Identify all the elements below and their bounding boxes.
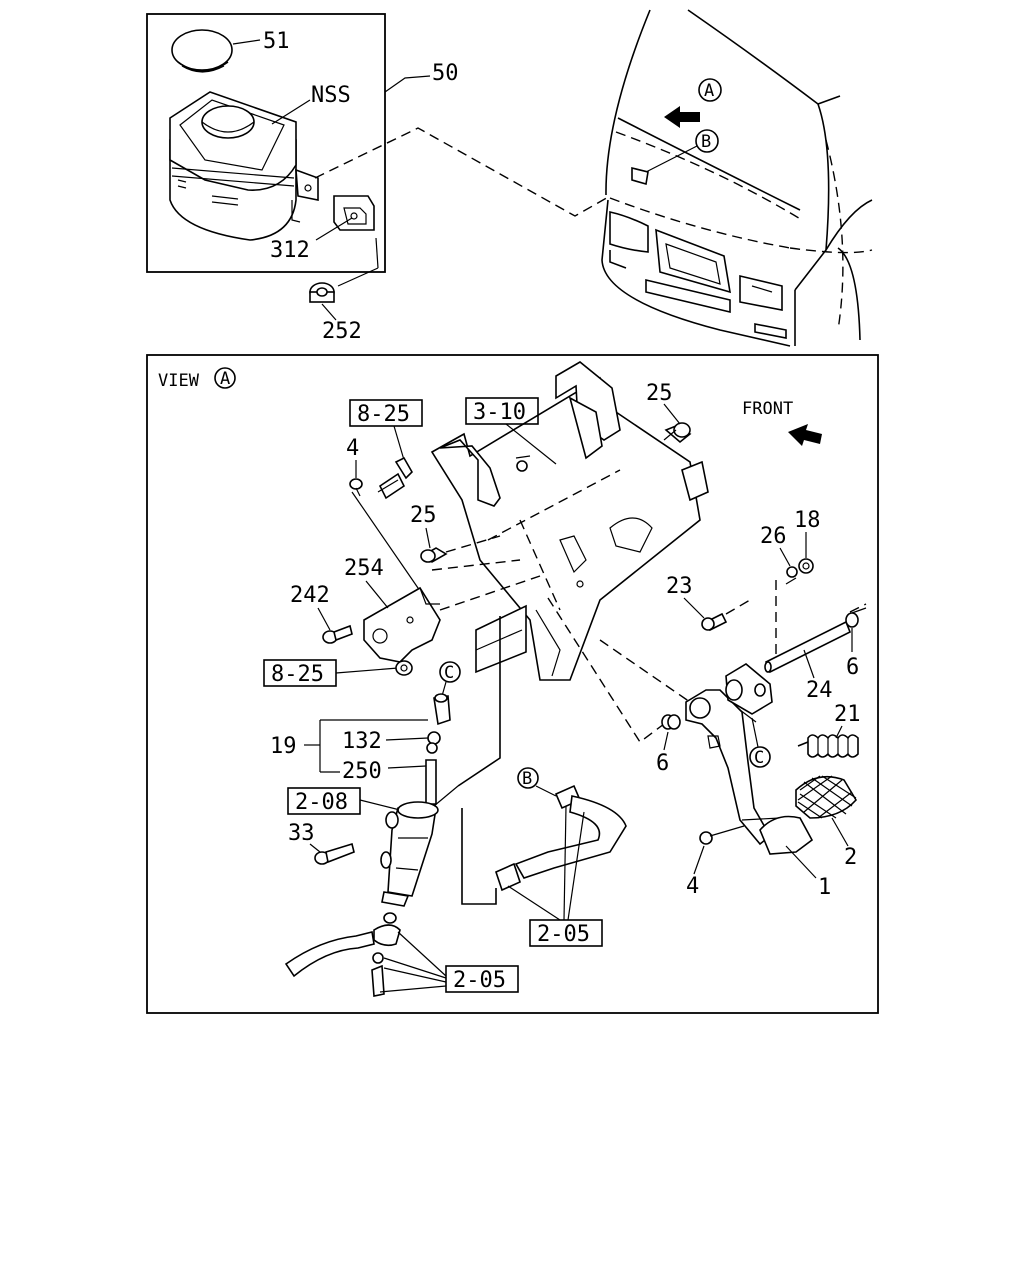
reservoir-inset: 51 NSS 312 xyxy=(146,13,459,344)
washer-6-mid xyxy=(661,714,681,730)
svg-text:C: C xyxy=(754,748,764,768)
label-23: 23 xyxy=(666,574,693,599)
view-title: VIEW xyxy=(158,371,200,391)
svg-text:A: A xyxy=(704,81,714,101)
bolt-33 xyxy=(314,842,355,865)
label-51: 51 xyxy=(263,29,290,54)
bolt-25-top xyxy=(663,422,692,444)
nut-18 xyxy=(798,558,814,574)
reservoir-mount-point xyxy=(631,166,649,186)
ref-2-08: 2-08 xyxy=(287,787,401,815)
label-132: 132 xyxy=(342,729,382,754)
bolt-4-top xyxy=(349,478,363,497)
nut-132 xyxy=(426,731,441,754)
pedal-pad-rubber xyxy=(795,775,857,819)
label-250: 250 xyxy=(342,759,382,784)
svg-text:2-05: 2-05 xyxy=(453,968,506,993)
label-254: 254 xyxy=(344,556,384,581)
sensor-switch xyxy=(377,456,413,500)
front-arrow-icon xyxy=(788,424,822,446)
reservoir-cap xyxy=(171,29,233,73)
view-a-title: VIEW A xyxy=(158,367,236,391)
group-19: 19 132 250 xyxy=(270,719,429,784)
label-6-mid: 6 xyxy=(656,751,669,776)
ref-2-05-right: 2-05 xyxy=(507,805,603,947)
svg-text:8-25: 8-25 xyxy=(271,662,324,687)
reservoir-inset-frame xyxy=(146,13,386,273)
front-label: FRONT xyxy=(742,399,793,419)
svg-text:C: C xyxy=(444,663,454,683)
view-a-frame xyxy=(146,354,879,1014)
label-50: 50 xyxy=(432,61,459,86)
pedal-bracket xyxy=(430,361,709,681)
reservoir-location-leader xyxy=(314,127,611,217)
svg-text:8-25: 8-25 xyxy=(357,402,410,427)
bolt-4-low xyxy=(699,825,745,845)
pedal-pad xyxy=(759,815,814,855)
pushrod-250 xyxy=(425,759,437,805)
label-18: 18 xyxy=(794,508,821,533)
front-indicator: FRONT xyxy=(742,399,822,446)
bolt-242 xyxy=(322,624,353,644)
bolt-23 xyxy=(701,612,728,632)
label-25-top: 25 xyxy=(646,381,673,406)
label-26: 26 xyxy=(760,524,787,549)
label-4-low: 4 xyxy=(686,874,699,899)
clutch-pedal xyxy=(685,663,773,846)
clutch-master-cylinder xyxy=(380,785,459,907)
return-spring xyxy=(797,734,859,758)
svg-text:3-10: 3-10 xyxy=(473,400,526,425)
clevis-fitting xyxy=(433,693,451,726)
ref-2-05-low: 2-05 xyxy=(379,931,519,993)
label-4-top: 4 xyxy=(346,436,359,461)
pin-6-right xyxy=(845,607,867,628)
fluid-reservoir xyxy=(169,91,319,241)
label-242: 242 xyxy=(290,583,330,608)
ref-8-25-top: 8-25 xyxy=(349,399,423,461)
label-33: 33 xyxy=(288,821,315,846)
plate-254 xyxy=(363,586,441,663)
label-21: 21 xyxy=(834,702,861,727)
shaft-24 xyxy=(764,620,852,674)
svg-text:2-05: 2-05 xyxy=(537,922,590,947)
callout-b-vehicle: B xyxy=(645,129,719,173)
label-25-mid: 25 xyxy=(410,503,437,528)
label-6-right: 6 xyxy=(846,655,859,680)
callout-b-hose: B xyxy=(517,767,557,797)
label-2: 2 xyxy=(844,845,857,870)
svg-text:2-08: 2-08 xyxy=(295,790,348,815)
callout-c-right: C xyxy=(749,717,771,768)
label-24: 24 xyxy=(806,678,833,703)
ref-8-25-low: 8-25 xyxy=(263,659,399,687)
nut-8-25 xyxy=(395,660,413,676)
clutch-pipe xyxy=(284,912,401,997)
label-252: 252 xyxy=(322,319,362,344)
nut-252 xyxy=(309,282,335,303)
washer-26 xyxy=(786,566,798,578)
truck-cab xyxy=(601,9,873,347)
label-1: 1 xyxy=(818,875,831,900)
svg-text:A: A xyxy=(220,369,230,389)
label-nss: NSS xyxy=(311,83,351,108)
label-19: 19 xyxy=(270,734,297,759)
callout-view-a: A xyxy=(664,78,722,128)
svg-text:B: B xyxy=(522,769,532,789)
bracket-312 xyxy=(333,195,375,231)
label-312: 312 xyxy=(270,238,310,263)
reservoir-hose xyxy=(495,784,627,892)
ref-3-10: 3-10 xyxy=(465,397,557,465)
direction-arrow-icon xyxy=(664,106,700,128)
bolt-25-mid xyxy=(420,547,448,563)
svg-text:B: B xyxy=(701,132,711,152)
callout-c-left: C xyxy=(439,661,461,697)
